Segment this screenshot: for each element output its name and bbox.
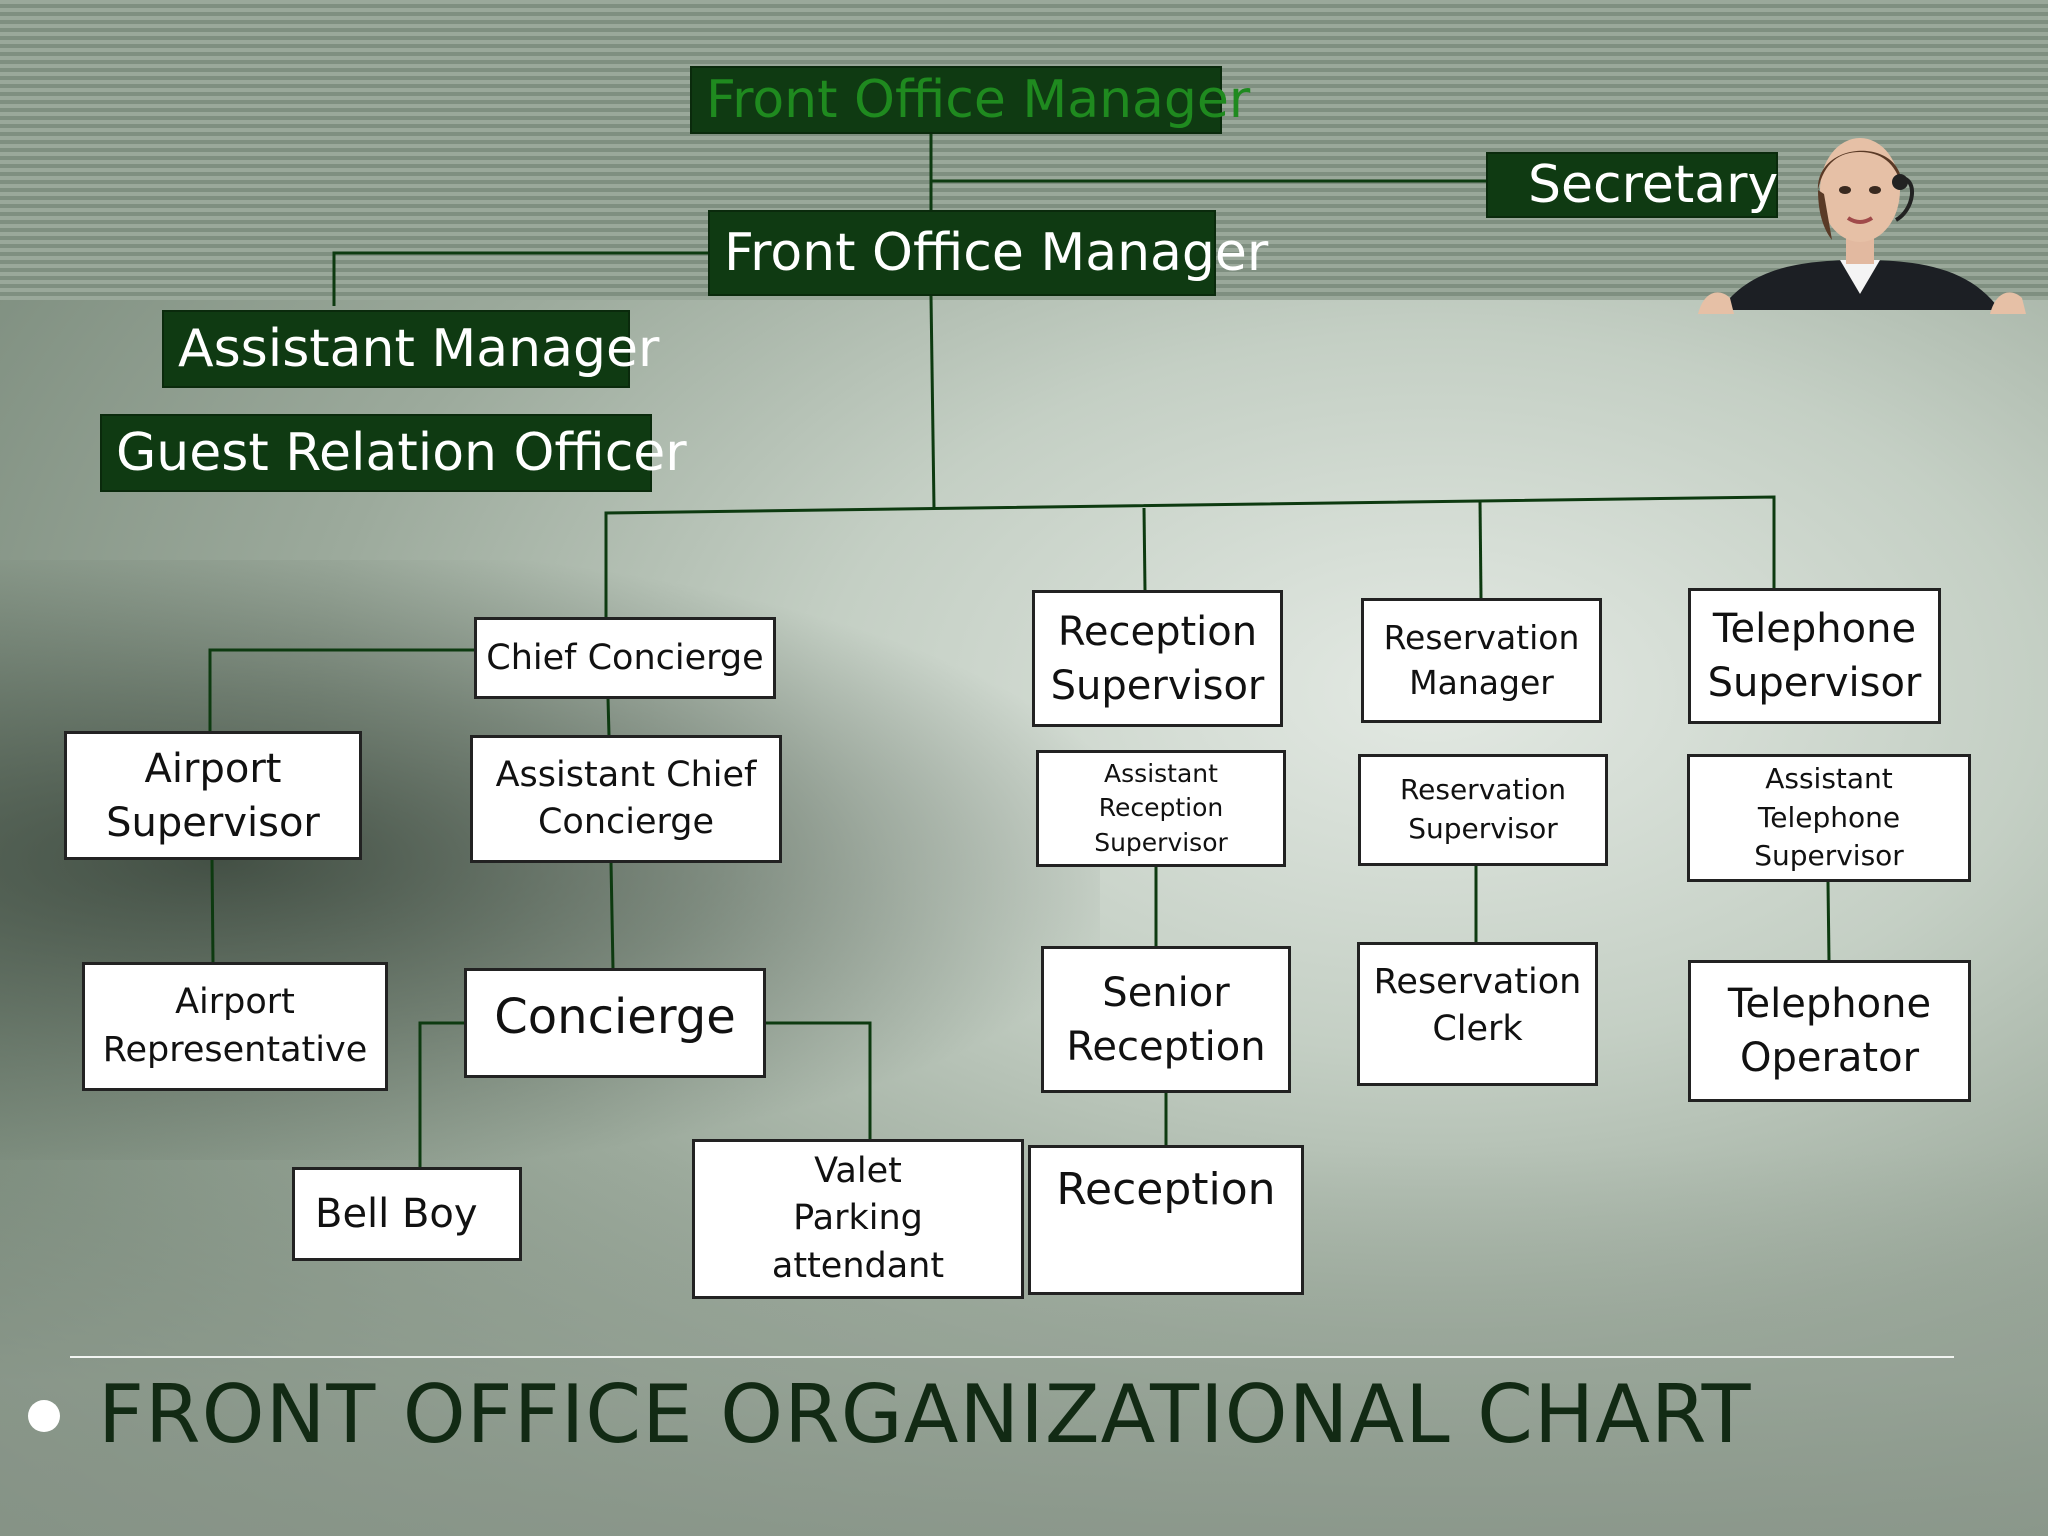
senior-reception-box: Senior Reception (1041, 946, 1291, 1093)
bullet-icon (28, 1400, 60, 1432)
airport-representative-label: Airport Representative (102, 982, 368, 1070)
valet-parking-attendant-box: Valet Parking attendant (692, 1139, 1024, 1299)
reception-box: Reception (1028, 1145, 1304, 1295)
assistant-chief-concierge-box: Assistant Chief Concierge (470, 735, 782, 863)
reservation-clerk-box: Reservation Clerk (1357, 942, 1598, 1086)
assistant-manager-box: Assistant Manager (162, 310, 659, 388)
reservation-manager-box: Reservation Manager (1361, 598, 1602, 723)
front-office-manager-label: Front Office Manager (724, 223, 1269, 283)
reservation-supervisor-label: Reservation Supervisor (1399, 773, 1567, 845)
guest-relation-officer-box: Guest Relation Officer (100, 414, 687, 492)
airport-supervisor-label: Airport Supervisor (106, 745, 320, 846)
assistant-telephone-supervisor-label: Assistant Telephone Supervisor (1754, 762, 1904, 873)
front-office-manager-box: Front Office Manager (708, 210, 1268, 296)
reservation-clerk-label: Reservation Clerk (1373, 962, 1582, 1050)
telephone-supervisor-label: Telephone Supervisor (1707, 606, 1922, 706)
reservation-manager-label: Reservation Manager (1383, 617, 1580, 702)
chief-concierge-box: Chief Concierge (474, 617, 776, 699)
concierge-box: Concierge (464, 968, 766, 1078)
chief-concierge-label: Chief Concierge (486, 638, 764, 678)
footer-divider (70, 1356, 1954, 1358)
telephone-supervisor-box: Telephone Supervisor (1688, 588, 1941, 724)
assistant-reception-supervisor-box: Assistant Reception Supervisor (1036, 750, 1286, 867)
assistant-reception-supervisor-label: Assistant Reception Supervisor (1094, 758, 1228, 857)
guest-relation-officer-label: Guest Relation Officer (116, 423, 687, 483)
top-front-office-manager-label: Front Office Manager (706, 70, 1251, 130)
bell-boy-box: Bell Boy (292, 1167, 522, 1261)
top-front-office-manager-box: Front Office Manager (690, 66, 1250, 134)
telephone-operator-label: Telephone Operator (1727, 981, 1932, 1081)
assistant-chief-concierge-label: Assistant Chief Concierge (495, 754, 757, 842)
assistant-telephone-supervisor-box: Assistant Telephone Supervisor (1687, 754, 1971, 882)
valet-parking-attendant-label: Valet Parking attendant (771, 1151, 945, 1286)
chart-title: FRONT OFFICE ORGANIZATIONAL CHART (98, 1368, 1752, 1461)
airport-representative-box: Airport Representative (82, 962, 388, 1091)
secretary-box: Secretary (1486, 152, 1778, 218)
receptionist-photo (1698, 138, 2026, 314)
reservation-supervisor-box: Reservation Supervisor (1358, 754, 1608, 866)
bell-boy-label: Bell Boy (315, 1191, 478, 1237)
concierge-label: Concierge (494, 989, 736, 1045)
telephone-operator-box: Telephone Operator (1688, 960, 1971, 1102)
assistant-manager-label: Assistant Manager (178, 319, 660, 379)
airport-supervisor-box: Airport Supervisor (64, 731, 362, 860)
senior-reception-label: Senior Reception (1066, 969, 1266, 1070)
reception-supervisor-box: Reception Supervisor (1032, 590, 1283, 727)
reception-supervisor-label: Reception Supervisor (1050, 608, 1265, 709)
reception-label: Reception (1056, 1164, 1276, 1215)
secretary-label: Secretary (1528, 155, 1779, 215)
